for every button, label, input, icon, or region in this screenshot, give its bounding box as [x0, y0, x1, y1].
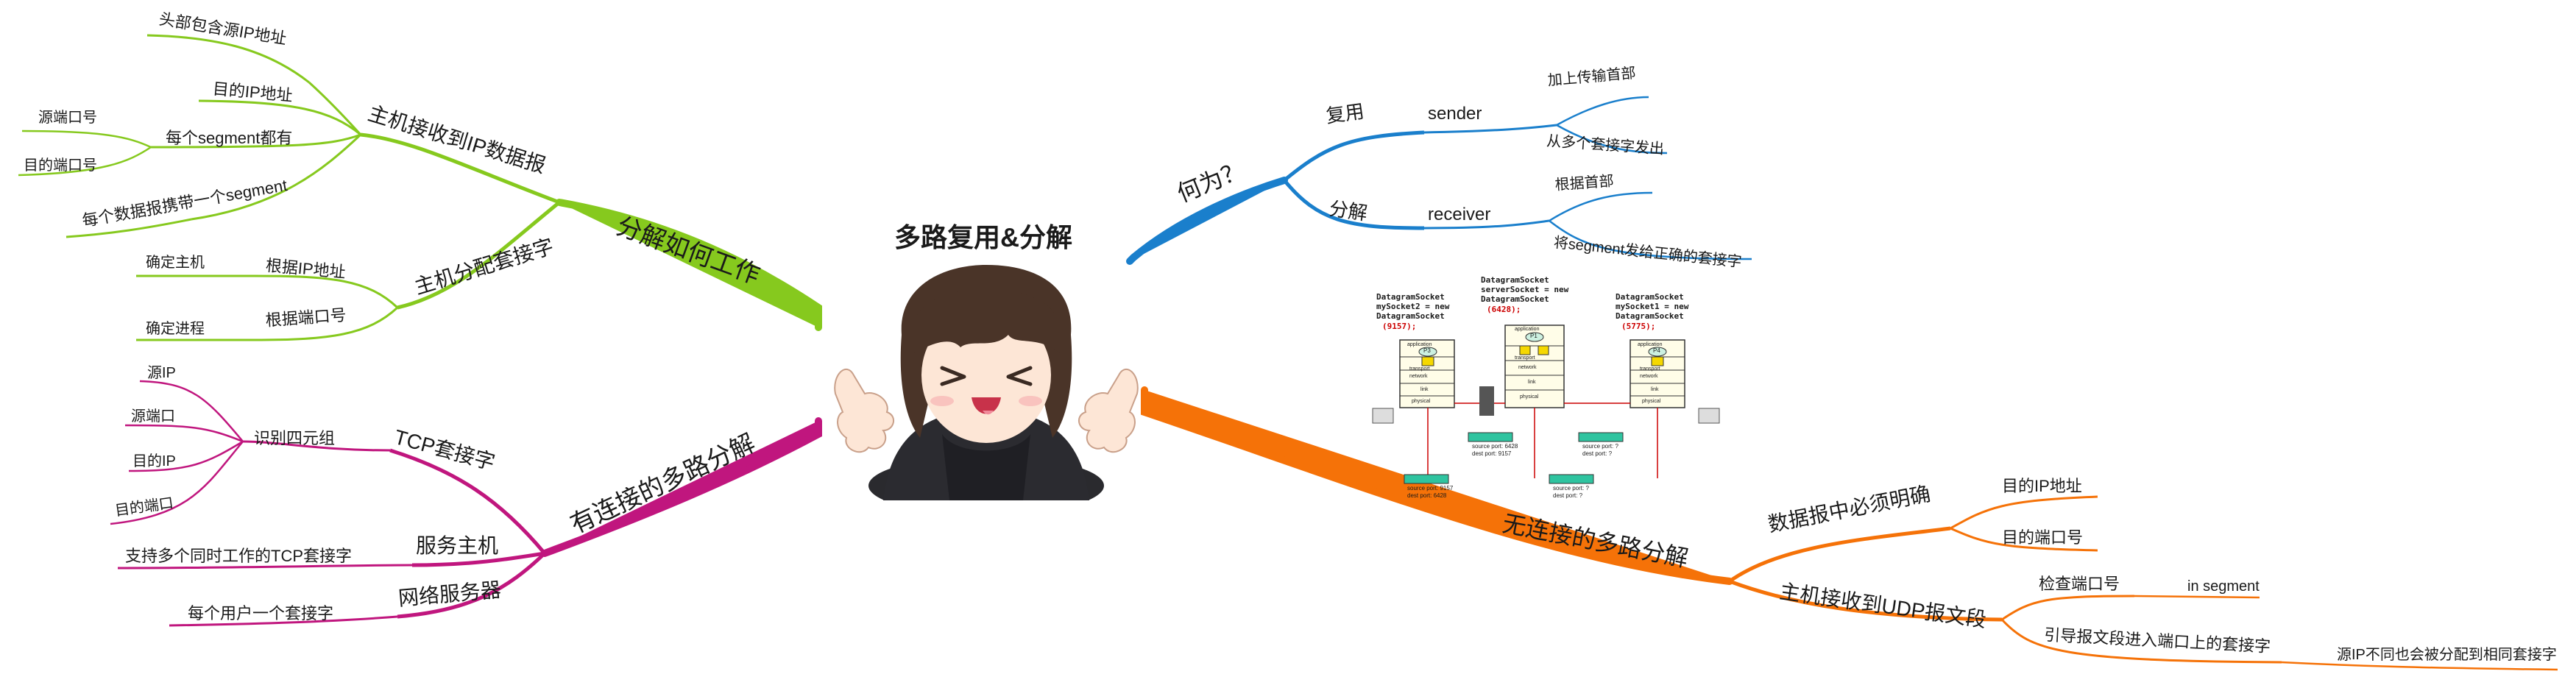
- diagram-right-code-1: mySocket1 = new: [1616, 302, 1689, 311]
- diagram-left-code-2: DatagramSocket: [1376, 311, 1445, 321]
- green-port-src[interactable]: 源端口号: [38, 110, 97, 126]
- layer-right-1: transport: [1640, 366, 1660, 372]
- diagram-right-port: (5775);: [1621, 322, 1656, 331]
- orange-main-branch: [1141, 386, 1733, 585]
- diagram-mid-proc: P1: [1530, 333, 1538, 339]
- packet-0-dst: dest port: 9157: [1472, 450, 1512, 457]
- layer-right-3: link: [1651, 387, 1659, 392]
- layer-mid-4: physical: [1520, 394, 1539, 400]
- layer-right-4: physical: [1642, 399, 1661, 404]
- packet-3-dst: dest port: ?: [1553, 492, 1583, 499]
- purple-web-leaf[interactable]: 每个用户一个套接字: [188, 604, 334, 623]
- orange-must-leaf-0[interactable]: 目的IP地址: [2002, 477, 2082, 495]
- diagram-right-code-0: DatagramSocket: [1616, 292, 1684, 302]
- layer-right-2: network: [1640, 374, 1658, 379]
- udp-demux-diagram: DatagramSocket mySocket2 = new DatagramS…: [1369, 272, 1752, 508]
- layer-right-0: application: [1638, 342, 1663, 347]
- green-host-assign-line: [397, 201, 561, 310]
- purple-tcp-sub[interactable]: 识别四元组: [254, 429, 336, 447]
- orange-udp-check-leaf[interactable]: in segment: [2187, 578, 2260, 595]
- orange-udp-direct-leaf[interactable]: 源IP不同也会被分配到相同套接字: [2337, 647, 2557, 663]
- purple-leaf-src-ip[interactable]: 源IP: [147, 365, 176, 381]
- layer-left-2: network: [1409, 374, 1428, 379]
- diagram-mid-code-0: DatagramSocket: [1481, 275, 1549, 285]
- blue-main-branch: [1126, 177, 1288, 265]
- orange-udp-check[interactable]: 检查端口号: [2039, 575, 2120, 593]
- diagram-mid-code-2: DatagramSocket: [1481, 294, 1549, 304]
- blue-demux-role[interactable]: receiver: [1428, 205, 1491, 224]
- green-port-dst[interactable]: 目的端口号: [24, 157, 97, 174]
- purple-main-branch: [541, 417, 822, 557]
- green-host-receives-line: [360, 132, 560, 205]
- purple-leaf-src-port[interactable]: 源端口: [131, 408, 175, 425]
- layer-mid-1: transport: [1515, 355, 1535, 361]
- central-topic-title[interactable]: 多路复用&分解: [894, 222, 1072, 252]
- layer-left-1: transport: [1409, 366, 1430, 372]
- diagram-left-proc: P3: [1423, 347, 1431, 354]
- diagram-mid-port: (6428);: [1487, 305, 1521, 314]
- diagram-left-port: (9157);: [1382, 322, 1417, 331]
- diagram-mid-code-1: serverSocket = new: [1481, 285, 1569, 294]
- blue-mux-role[interactable]: sender: [1428, 104, 1482, 124]
- diagram-left-code-0: DatagramSocket: [1376, 292, 1445, 302]
- green-recv-curve: [308, 81, 362, 136]
- layer-mid-0: application: [1515, 327, 1540, 332]
- layer-left-4: physical: [1412, 399, 1431, 404]
- blue-demux-label[interactable]: 分解: [1328, 197, 1369, 224]
- diagram-lines: [1372, 325, 1720, 484]
- blue-mux-label[interactable]: 复用: [1324, 99, 1366, 127]
- green-main-branch: [556, 199, 822, 331]
- green-assign-by-ip-leaf[interactable]: 确定主机: [146, 255, 205, 271]
- packet-1-src: source port: ?: [1582, 443, 1618, 450]
- diagram-right-code-2: DatagramSocket: [1616, 311, 1684, 321]
- packet-1-dst: dest port: ?: [1582, 450, 1613, 457]
- diagram-left-code-1: mySocket2 = new: [1376, 302, 1450, 311]
- purple-server-leaf[interactable]: 支持多个同时工作的TCP套接字: [125, 547, 353, 565]
- purple-server-label[interactable]: 服务主机: [416, 534, 499, 557]
- character-illustration: [834, 265, 1139, 500]
- green-recv-item-2[interactable]: 每个segment都有: [166, 129, 293, 147]
- green-assign-by-port-leaf[interactable]: 确定进程: [146, 321, 205, 337]
- layer-left-3: link: [1420, 387, 1429, 392]
- layer-left-0: application: [1407, 342, 1432, 347]
- layer-mid-3: link: [1528, 380, 1536, 385]
- layer-mid-2: network: [1518, 365, 1537, 370]
- packet-3-src: source port: ?: [1553, 485, 1589, 492]
- diagram-right-proc: P4: [1653, 347, 1660, 354]
- packet-0-src: source port: 6428: [1472, 443, 1518, 450]
- orange-must-leaf-1[interactable]: 目的端口号: [2002, 528, 2084, 547]
- blue-demux-leaf-0[interactable]: 根据首部: [1554, 173, 1615, 194]
- packet-2-dst: dest port: 6428: [1407, 492, 1447, 499]
- packet-2-src: source port: 9157: [1407, 485, 1454, 492]
- purple-leaf-dst-ip[interactable]: 目的IP: [132, 453, 176, 469]
